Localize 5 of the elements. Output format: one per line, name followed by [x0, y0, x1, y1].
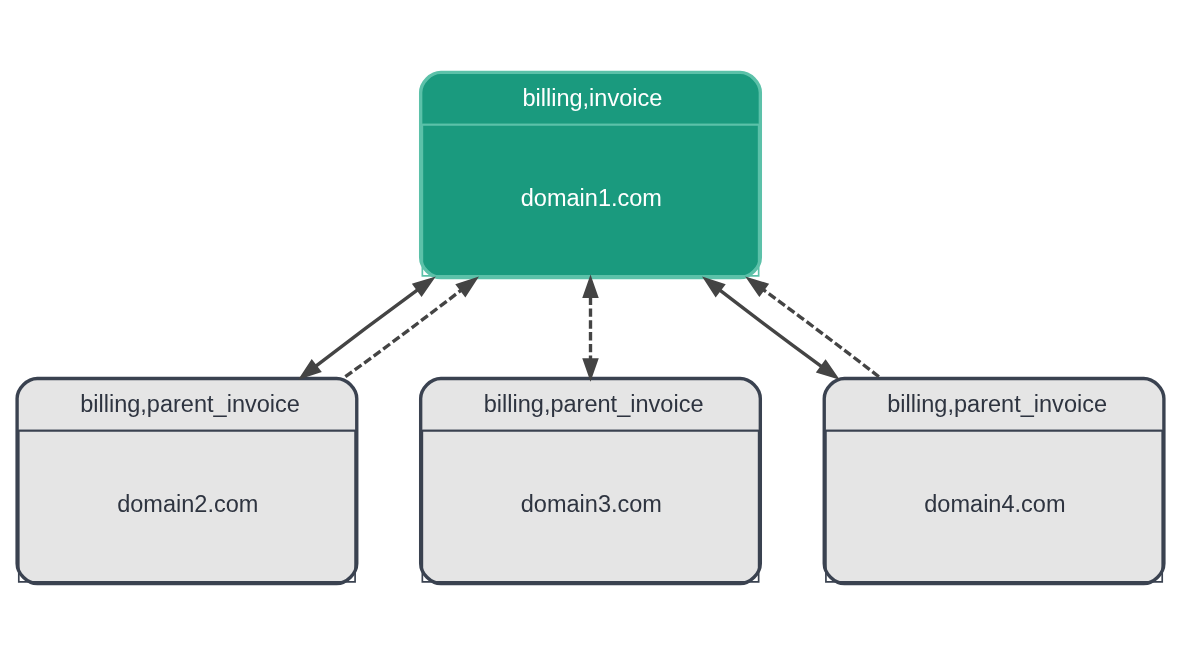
- arrow: [702, 276, 840, 380]
- arrow: [582, 274, 599, 382]
- arrow: [344, 276, 479, 379]
- arrow: [745, 276, 880, 379]
- arrow: [298, 276, 436, 380]
